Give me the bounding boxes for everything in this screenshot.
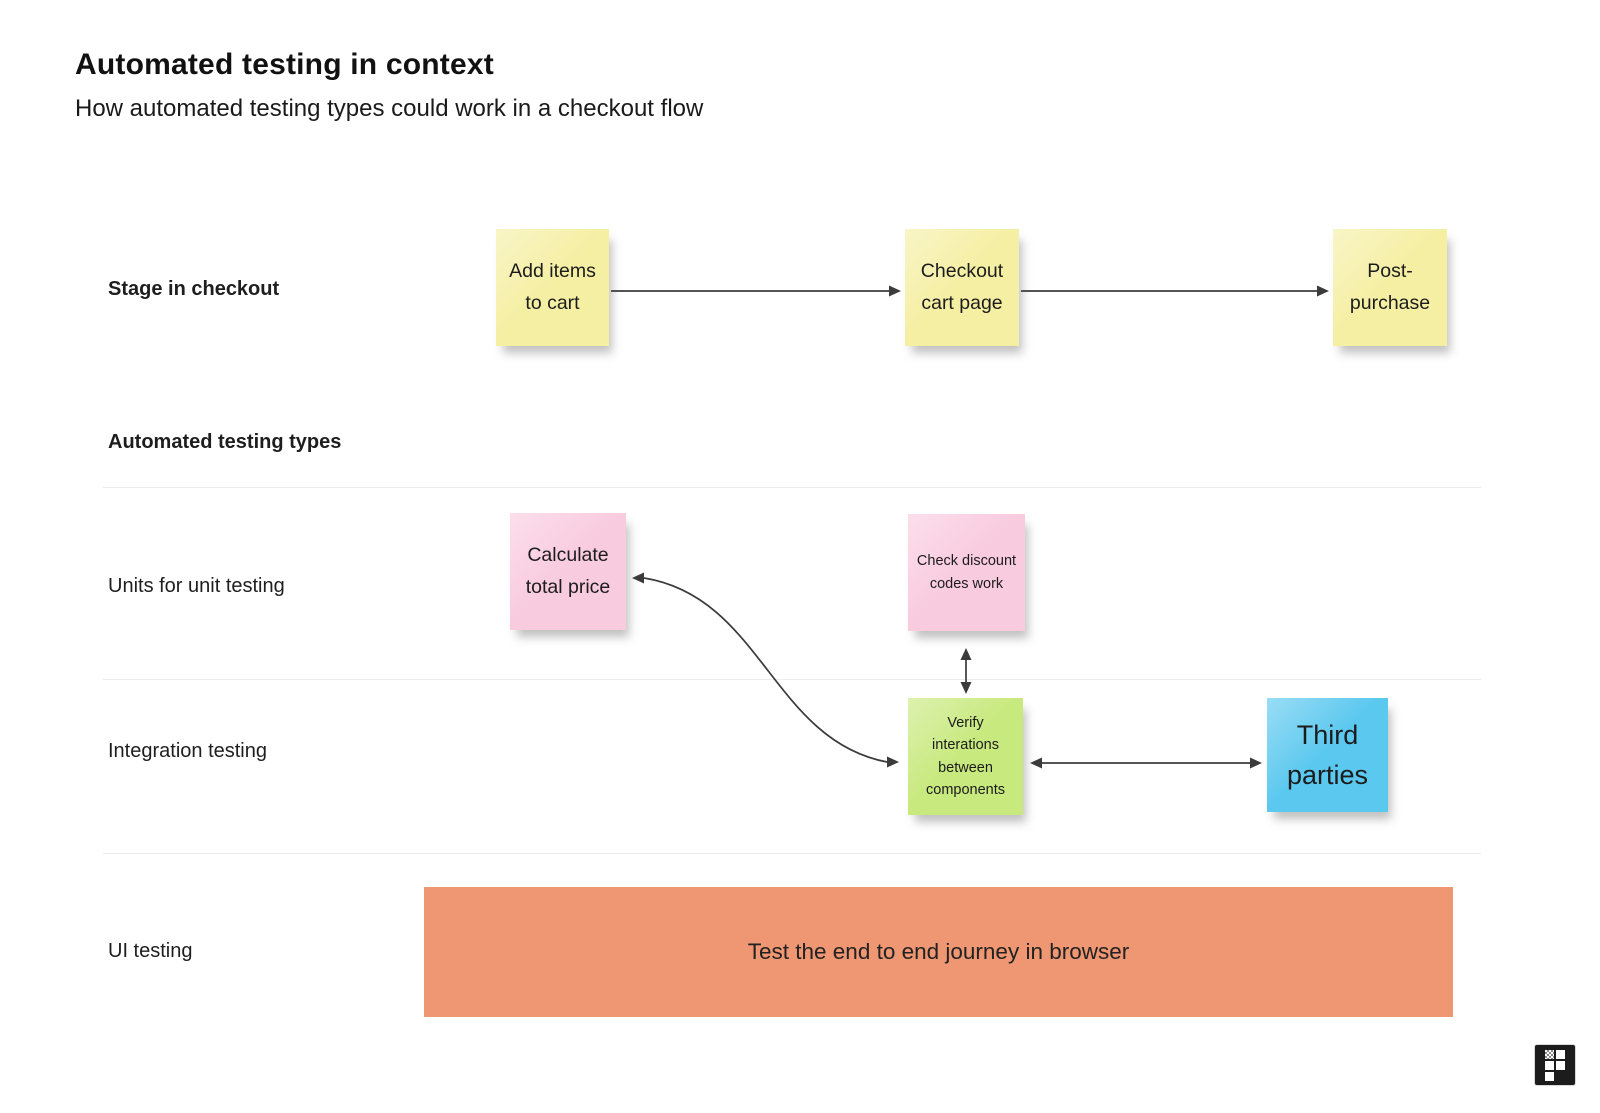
- logo-cell: [1556, 1049, 1565, 1059]
- sticky-note-check-discount-codes[interactable]: Check discount codes work: [908, 514, 1025, 631]
- sticky-note-text: Calculate total price: [525, 544, 611, 598]
- row-label-units-for-unit-testing: Units for unit testing: [108, 575, 285, 597]
- page-subtitle: How automated testing types could work i…: [75, 95, 704, 122]
- logo-cell-empty: [1556, 1072, 1565, 1081]
- row-label-stage-in-checkout: Stage in checkout: [108, 278, 280, 300]
- pixel-grid-logo-icon[interactable]: [1534, 1044, 1576, 1086]
- sticky-note-text: Check discount codes work: [916, 553, 1017, 592]
- ui-testing-span-bar-text: Test the end to end journey in browser: [747, 939, 1130, 964]
- row-label-ui-testing: UI testing: [108, 940, 193, 962]
- logo-cell-checker: [1545, 1049, 1554, 1059]
- sticky-note-text: Verify interations between components: [926, 714, 1005, 798]
- sticky-note-text: Checkout cart page: [920, 260, 1004, 314]
- sticky-note-text: Post-purchase: [1349, 260, 1431, 314]
- arrow-check-discount-to-verify[interactable]: [960, 648, 972, 694]
- sticky-note-checkout-cart-page[interactable]: Checkout cart page: [905, 229, 1019, 346]
- row-label-integration-testing: Integration testing: [108, 740, 267, 762]
- ui-testing-span-bar[interactable]: Test the end to end journey in browser: [424, 887, 1453, 1017]
- sticky-note-verify-interactions[interactable]: Verify interations between components: [908, 698, 1023, 815]
- logo-cell: [1556, 1060, 1565, 1070]
- arrow-verify-to-third-parties[interactable]: [1030, 757, 1262, 769]
- divider-line: [103, 679, 1481, 680]
- divider-line: [103, 487, 1481, 488]
- arrow-checkout-to-post-purchase[interactable]: [1021, 285, 1329, 297]
- sticky-note-add-items-to-cart[interactable]: Add items to cart: [496, 229, 609, 346]
- page-title: Automated testing in context: [75, 48, 494, 81]
- sticky-note-post-purchase[interactable]: Post-purchase: [1333, 229, 1447, 346]
- row-label-automated-testing-types: Automated testing types: [108, 431, 342, 453]
- divider-line: [103, 853, 1481, 854]
- logo-cell: [1545, 1071, 1554, 1081]
- pixel-grid: [1545, 1049, 1565, 1081]
- sticky-note-calculate-total-price[interactable]: Calculate total price: [510, 513, 626, 630]
- sticky-note-text: Add items to cart: [509, 260, 596, 314]
- sticky-note-text: Third parties: [1286, 719, 1369, 791]
- arrow-add-items-to-checkout[interactable]: [611, 285, 901, 297]
- arrow-verify-to-calculate-curve[interactable]: [632, 572, 899, 768]
- sticky-note-third-parties[interactable]: Third parties: [1267, 698, 1388, 812]
- logo-cell: [1545, 1060, 1554, 1070]
